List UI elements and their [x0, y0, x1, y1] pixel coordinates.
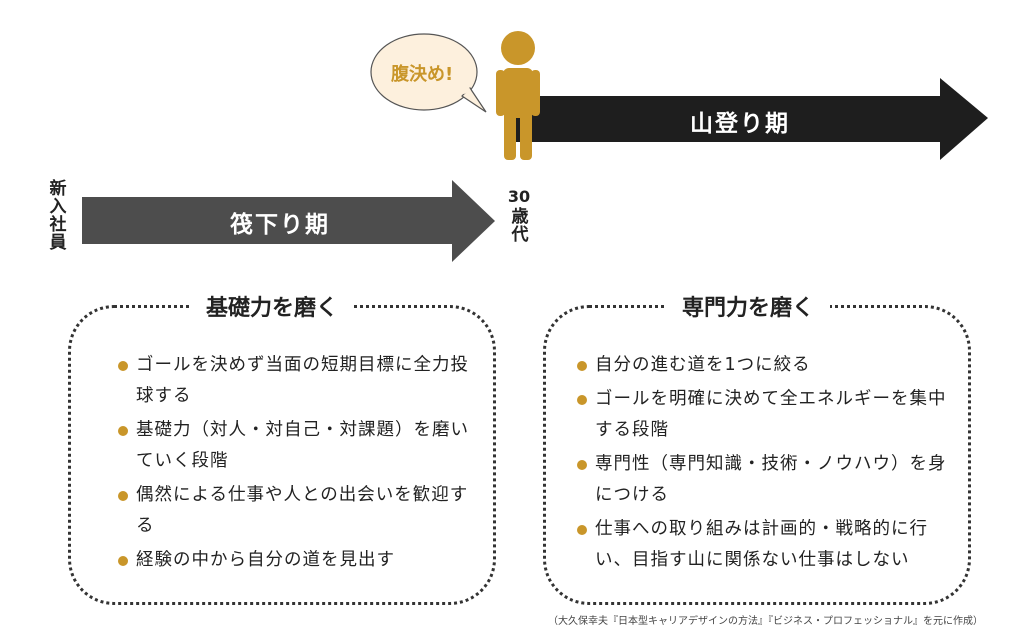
start-label-char: 社: [49, 215, 67, 235]
milestone-unit-char: 歳: [511, 207, 529, 227]
right-box-item: 仕事への取り組みは計画的・戦略的に行い、目指す山に関係ない仕事はしない: [577, 514, 952, 576]
right-box-item: ゴールを明確に決めて全エネルギーを集中する段階: [577, 384, 952, 446]
left-box-item: ゴールを決めず当面の短期目標に全力投球する: [118, 350, 473, 412]
left-box-item-text: 基礎力（対人・対自己・対課題）を磨いていく段階: [136, 420, 469, 471]
right-box-item-text: 仕事への取り組みは計画的・戦略的に行い、目指す山に関係ない仕事はしない: [595, 519, 928, 570]
person-icon: [496, 31, 540, 160]
right-box-item: 自分の進む道を1つに絞る: [577, 350, 952, 381]
left-box-item-text: 偶然による仕事や人との出会いを歓迎する: [136, 485, 469, 536]
right-box-item-text: 専門性（専門知識・技術・ノウハウ）を身につける: [595, 454, 947, 505]
lower-arrow: [82, 180, 495, 262]
source-note: （大久保幸夫『日本型キャリアデザインの方法』『ビジネス・プロフェッショナル』を元…: [548, 616, 983, 627]
bullet-dot-icon: [577, 361, 587, 371]
bullet-dot-icon: [577, 460, 587, 470]
left-box-item: 基礎力（対人・対自己・対課題）を磨いていく段階: [118, 415, 473, 477]
start-label-char: 員: [49, 233, 67, 253]
start-label-char: 入: [49, 197, 67, 217]
right-box-item-text: ゴールを明確に決めて全エネルギーを集中する段階: [595, 389, 947, 440]
milestone-label-unit: 歳代: [510, 208, 530, 244]
bullet-dot-icon: [118, 426, 128, 436]
bullet-dot-icon: [577, 525, 587, 535]
left-box-item: 経験の中から自分の道を見出す: [118, 545, 473, 576]
right-box-item-text: 自分の進む道を1つに絞る: [595, 355, 811, 375]
upper-arrow-label: 山登り期: [690, 111, 790, 137]
speech-bubble: [370, 33, 487, 113]
milestone-label-number: 30: [507, 187, 531, 206]
left-box-item-text: ゴールを決めず当面の短期目標に全力投球する: [136, 355, 469, 406]
left-box-title: 基礎力を磨く: [190, 290, 355, 322]
right-box-item: 専門性（専門知識・技術・ノウハウ）を身につける: [577, 449, 952, 511]
bullet-dot-icon: [118, 491, 128, 501]
lower-arrow-label: 筏下り期: [230, 212, 330, 238]
speech-bubble-text: 腹決め!: [391, 64, 454, 85]
bullet-dot-icon: [118, 361, 128, 371]
milestone-unit-char: 代: [511, 225, 529, 245]
left-box-item-text: 経験の中から自分の道を見出す: [136, 550, 395, 570]
right-box-title: 専門力を磨く: [666, 290, 831, 322]
right-box-list: 自分の進む道を1つに絞るゴールを明確に決めて全エネルギーを集中する段階専門性（専…: [577, 350, 952, 579]
bullet-dot-icon: [577, 395, 587, 405]
left-box-list: ゴールを決めず当面の短期目標に全力投球する基礎力（対人・対自己・対課題）を磨いて…: [118, 350, 473, 579]
upper-arrow: [512, 78, 988, 160]
start-label-char: 新: [49, 179, 67, 199]
start-label: 新入社員: [48, 180, 68, 252]
left-box-item: 偶然による仕事や人との出会いを歓迎する: [118, 480, 473, 542]
bullet-dot-icon: [118, 556, 128, 566]
